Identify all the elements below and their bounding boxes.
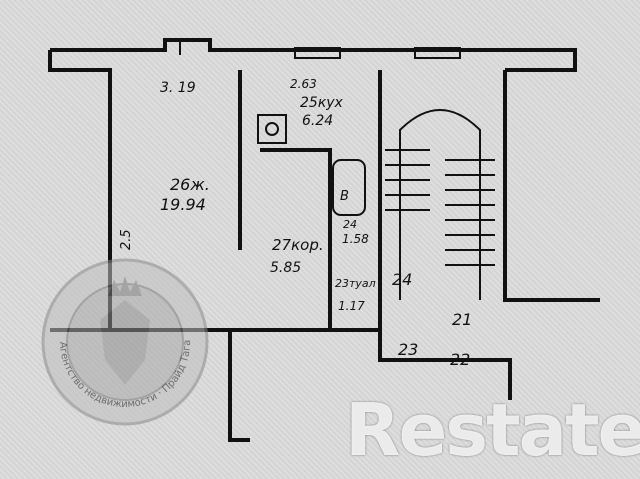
wall-corridor [260, 148, 332, 330]
label-corridor-number: 27кор. [272, 236, 324, 254]
label-kitchen-area: 6.24 [302, 113, 333, 129]
staircase-steps [385, 149, 495, 266]
restate-logo: Restate [345, 388, 640, 472]
label-stair-number: 24 [392, 270, 412, 289]
label-corridor-area: 5.85 [270, 260, 301, 276]
window-top-left [165, 39, 210, 55]
stove-icon [257, 114, 287, 144]
staircase-arch [399, 109, 481, 300]
label-room-main-area: 19.94 [160, 195, 206, 214]
window-top-mid [294, 47, 341, 59]
crown-icon [108, 276, 142, 296]
label-room-main-number: 26ж. [170, 175, 210, 194]
wall-bottom [110, 328, 512, 400]
label-landing-23: 23 [398, 340, 418, 359]
label-wc-number: 23туал [335, 277, 376, 290]
bathtub-icon [332, 159, 366, 216]
label-room-top-left: 3. 19 [160, 80, 196, 96]
wall-lower-left [228, 330, 250, 442]
stove-burner-icon [265, 122, 279, 136]
label-kitchen-number: 25кух [300, 95, 344, 111]
agency-watermark [41, 258, 209, 426]
exterior-wall-top [50, 38, 577, 72]
label-wc-area: 1.17 [338, 299, 365, 313]
label-side-dimension: 2.5 [119, 229, 134, 250]
label-landing-22: 22 [450, 350, 470, 369]
label-bath-number: 24 [343, 218, 357, 231]
lion-head-icon [100, 300, 150, 385]
exterior-wall-right [503, 70, 600, 302]
label-bath-letter: В [340, 189, 349, 204]
label-bath-area: 1.58 [342, 232, 369, 246]
label-landing-21: 21 [452, 310, 472, 329]
label-room-top-mid: 2.63 [290, 77, 317, 91]
window-top-right [414, 47, 461, 59]
